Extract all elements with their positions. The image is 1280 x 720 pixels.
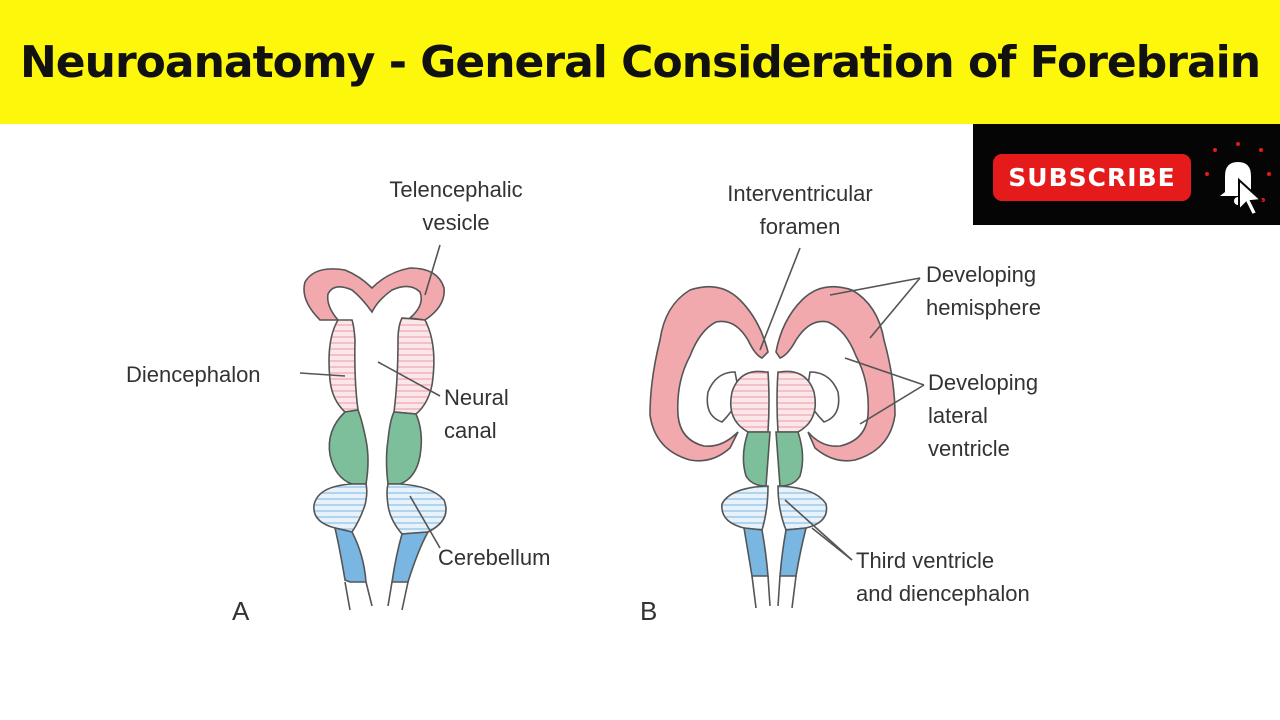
cursor-icon <box>1238 177 1264 217</box>
telencephalic-vesicle-shape <box>303 267 445 321</box>
third-ventricle-diencephalon-shape <box>729 370 770 433</box>
label-interventricular-2: foramen <box>760 214 841 239</box>
label-third-1: Third ventricle <box>856 548 994 573</box>
figure-b-letter: B <box>640 596 657 626</box>
label-diencephalon: Diencephalon <box>126 362 261 387</box>
spinal-cord-shape <box>333 526 367 583</box>
developing-hemisphere-shape <box>649 285 769 462</box>
label-cerebellum: Cerebellum <box>438 545 551 570</box>
midbrain-shape <box>328 409 369 485</box>
hindbrain-shape <box>313 483 368 533</box>
bell-icon[interactable] <box>1203 138 1273 218</box>
label-telencephalic-2: vesicle <box>422 210 489 235</box>
page-title: Neuroanatomy - General Consideration of … <box>19 36 1261 88</box>
figure-b <box>649 247 925 609</box>
subscribe-button[interactable]: SUBSCRIBE <box>993 154 1191 201</box>
figure-a-letter: A <box>232 596 250 626</box>
diencephalon-shape <box>328 319 359 413</box>
label-hemisphere-2: hemisphere <box>926 295 1041 320</box>
label-ventricle-1: Developing <box>928 370 1038 395</box>
label-neural-2: canal <box>444 418 497 443</box>
label-hemisphere-1: Developing <box>926 262 1036 287</box>
label-third-2: and diencephalon <box>856 581 1030 606</box>
label-neural-1: Neural <box>444 385 509 410</box>
label-ventricle-3: ventricle <box>928 436 1010 461</box>
forebrain-diagram: Telencephalic vesicle Diencephalon Neura… <box>126 177 1041 626</box>
label-telencephalic-1: Telencephalic <box>389 177 522 202</box>
figure-a <box>299 244 447 611</box>
label-interventricular-1: Interventricular <box>727 181 873 206</box>
label-ventricle-2: lateral <box>928 403 988 428</box>
title-bar: Neuroanatomy - General Consideration of … <box>0 0 1280 124</box>
subscribe-panel: SUBSCRIBE <box>973 124 1280 225</box>
